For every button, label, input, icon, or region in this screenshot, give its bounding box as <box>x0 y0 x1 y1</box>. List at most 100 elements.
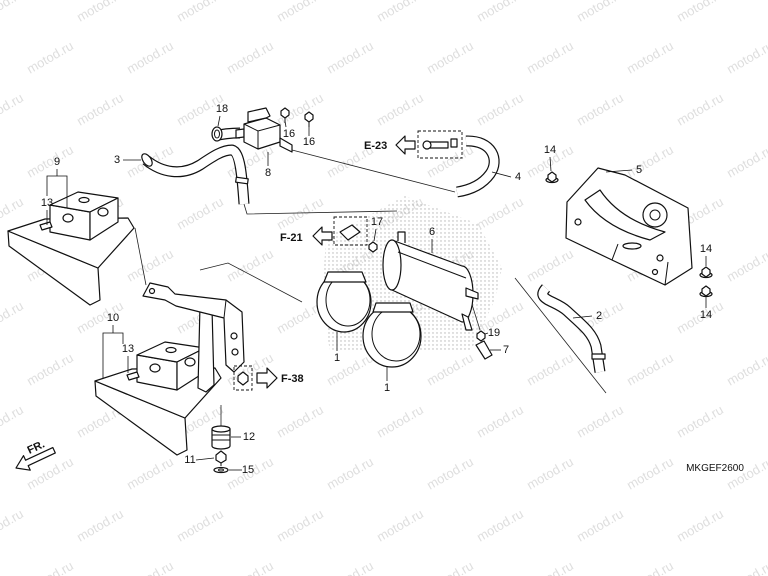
mount-hole <box>78 196 90 204</box>
guide-line <box>514 277 607 394</box>
mount-hole <box>149 363 161 373</box>
leader-line <box>549 156 552 172</box>
hose-clamp <box>141 153 153 167</box>
canister-band-lower <box>362 302 422 368</box>
reference-box <box>233 365 253 391</box>
bracket-hole <box>574 218 582 226</box>
canister-top-nozzle <box>397 231 406 243</box>
grommet-12 <box>211 425 231 450</box>
block-side-face <box>89 197 119 241</box>
bolt-head <box>215 450 227 464</box>
hose-clamp <box>211 126 223 142</box>
screw-16b <box>304 111 314 127</box>
reference-pin-flange <box>422 140 432 150</box>
stay-hole <box>230 332 238 340</box>
guide-line <box>134 227 147 286</box>
screw-head <box>701 266 711 278</box>
callout-number: 3 <box>114 154 120 166</box>
callout-number: 14 <box>700 309 712 321</box>
callout-number: 19 <box>488 327 500 339</box>
reference-arrow-left <box>395 135 416 155</box>
leader-line <box>46 175 68 208</box>
valve-port-left <box>235 128 245 139</box>
callout-number: 10 <box>107 312 119 324</box>
callout-number: 4 <box>515 171 521 183</box>
callout-number: 5 <box>636 164 642 176</box>
callout-numbers: 18 16 16 3 8 4 9 13 14 5 6 17 10 13 2 14… <box>41 103 712 476</box>
callout-number: 9 <box>54 156 60 168</box>
reference-fitting <box>450 138 458 148</box>
callout-number: 2 <box>596 310 602 322</box>
label-slot <box>126 371 140 381</box>
reference-e23: E-23 <box>364 130 463 159</box>
reference-label: F-38 <box>281 373 304 385</box>
reference-label: F-21 <box>280 232 303 244</box>
canister <box>382 231 479 331</box>
nut-19 <box>476 330 486 342</box>
callout-number: 14 <box>700 243 712 255</box>
bracket-flange-edge <box>611 243 619 261</box>
mount-hole <box>97 207 109 217</box>
bracket-hole <box>656 254 664 262</box>
reference-label: E-23 <box>364 140 387 152</box>
reference-box <box>417 130 463 159</box>
hose-fill <box>143 145 249 205</box>
guide-line <box>199 262 303 303</box>
callout-number: 6 <box>429 226 435 238</box>
mount-hole <box>62 213 74 223</box>
valve-cap <box>247 107 271 123</box>
canister-band-upper <box>316 271 372 333</box>
bracket-cradle <box>584 189 666 241</box>
hose-fill <box>538 285 605 373</box>
canister-stay-bracket <box>142 282 245 393</box>
leader-line <box>373 228 377 242</box>
reference-f38: F-38 <box>233 365 304 391</box>
screw-head <box>304 111 314 123</box>
valve-port-right <box>279 137 293 153</box>
nut-17 <box>368 241 378 253</box>
callout-number: 18 <box>216 103 228 115</box>
screw-14c <box>699 285 713 298</box>
grommet-body <box>211 428 231 450</box>
bracket-roll-inner <box>649 209 661 221</box>
stay-main-arm <box>142 282 245 373</box>
diagram-code: MKGEF2600 <box>686 463 744 474</box>
canister-drain-nozzle <box>461 313 473 331</box>
washer-hole <box>218 468 224 472</box>
reference-nut <box>237 371 249 386</box>
stay-bend-line <box>223 299 227 319</box>
reference-f21: F-21 <box>280 216 368 246</box>
callout-number: 13 <box>41 197 53 209</box>
hose-left <box>141 144 250 205</box>
callout-number: 16 <box>303 136 315 148</box>
bracket-hole <box>651 268 659 276</box>
leader-line <box>102 332 124 378</box>
callout-number: 16 <box>283 128 295 140</box>
fitting-7 <box>475 340 493 360</box>
canister-side-port <box>465 287 479 300</box>
callout-number: 1 <box>334 352 340 364</box>
reference-clip <box>339 224 361 241</box>
bracket-roll <box>642 202 668 228</box>
leader-line <box>217 115 221 127</box>
reference-arrow-left <box>312 226 333 246</box>
screw-14a <box>545 171 559 184</box>
washer-15 <box>213 466 229 474</box>
screw-head <box>547 171 557 183</box>
stay-lower-leg <box>197 304 215 393</box>
callout-number: 13 <box>122 343 134 355</box>
reference-arrow-right <box>256 367 278 389</box>
callout-number: 1 <box>384 382 390 394</box>
leader-line <box>491 171 512 178</box>
bolt-11 <box>215 450 227 466</box>
guide-line <box>291 149 456 193</box>
hose-right <box>456 135 500 198</box>
assembly-lines <box>134 149 607 426</box>
hose-drain <box>537 284 606 373</box>
leader-line <box>484 332 489 335</box>
bracket-slot <box>622 242 642 250</box>
stay-hole <box>231 348 239 356</box>
canister-end-cap <box>382 239 402 291</box>
band-tab <box>323 271 367 283</box>
